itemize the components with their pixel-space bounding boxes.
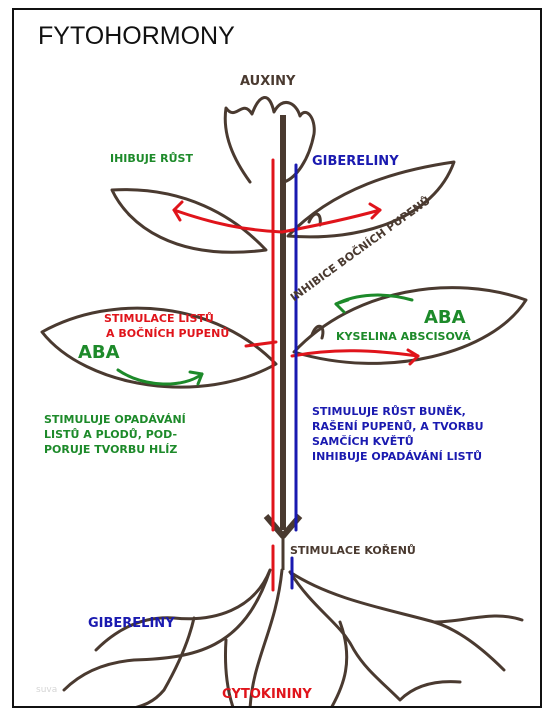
- stimulace-korenu-label: STIMULACE KOŘENŮ: [290, 545, 416, 558]
- aba-right-label: ABA: [424, 308, 466, 329]
- stimulace-listu-line-1: STIMULACE LISTŮ: [104, 313, 214, 326]
- diagram-title: FYTOHORMONY: [38, 22, 235, 51]
- ihibuje-rust-label: IHIBUJE RŮST: [110, 153, 193, 166]
- stimulace-listu-line-2: A BOČNÍCH PUPENŮ: [106, 328, 229, 341]
- phytohormone-diagram: FYTOHORMONY AUXINY GIBERELINY IHIBUJE RŮ…: [12, 8, 542, 708]
- stimuluje-opadavani-line-2: LISTŮ A PLODŮ, POD-: [44, 429, 177, 442]
- stimuluje-opadavani-line-1: STIMULUJE OPADÁVÁNÍ: [44, 414, 186, 427]
- auxin-arrow-upper-left: [174, 210, 282, 232]
- stimuluje-rust-line-3: SAMČÍCH KVĚTŮ: [312, 436, 414, 449]
- stimuluje-opadavani-line-3: PORUJE TVORBU HLÍZ: [44, 444, 177, 457]
- gibereliny-bottom-label: GIBERELINY: [88, 617, 175, 632]
- cytokininy-label: CYTOKININY: [222, 688, 312, 703]
- stimuluje-rust-line-1: STIMULUJE RŮST BUNĚK,: [312, 406, 466, 419]
- aba-left-label: ABA: [78, 343, 120, 364]
- gibereliny-top-label: GIBERELINY: [312, 155, 399, 170]
- stimuluje-rust-line-2: RAŠENÍ PUPENŮ, A TVORBU: [312, 421, 484, 434]
- auxiny-label: AUXINY: [240, 75, 295, 90]
- kyselina-abscisova-label: KYSELINA ABSCISOVÁ: [336, 331, 471, 344]
- stimuluje-rust-line-4: INHIBUJE OPADÁVÁNÍ LISTŮ: [312, 451, 482, 464]
- watermark: suva: [36, 685, 57, 695]
- leaf-upper-left: [112, 190, 266, 253]
- flower-bud: [225, 98, 314, 182]
